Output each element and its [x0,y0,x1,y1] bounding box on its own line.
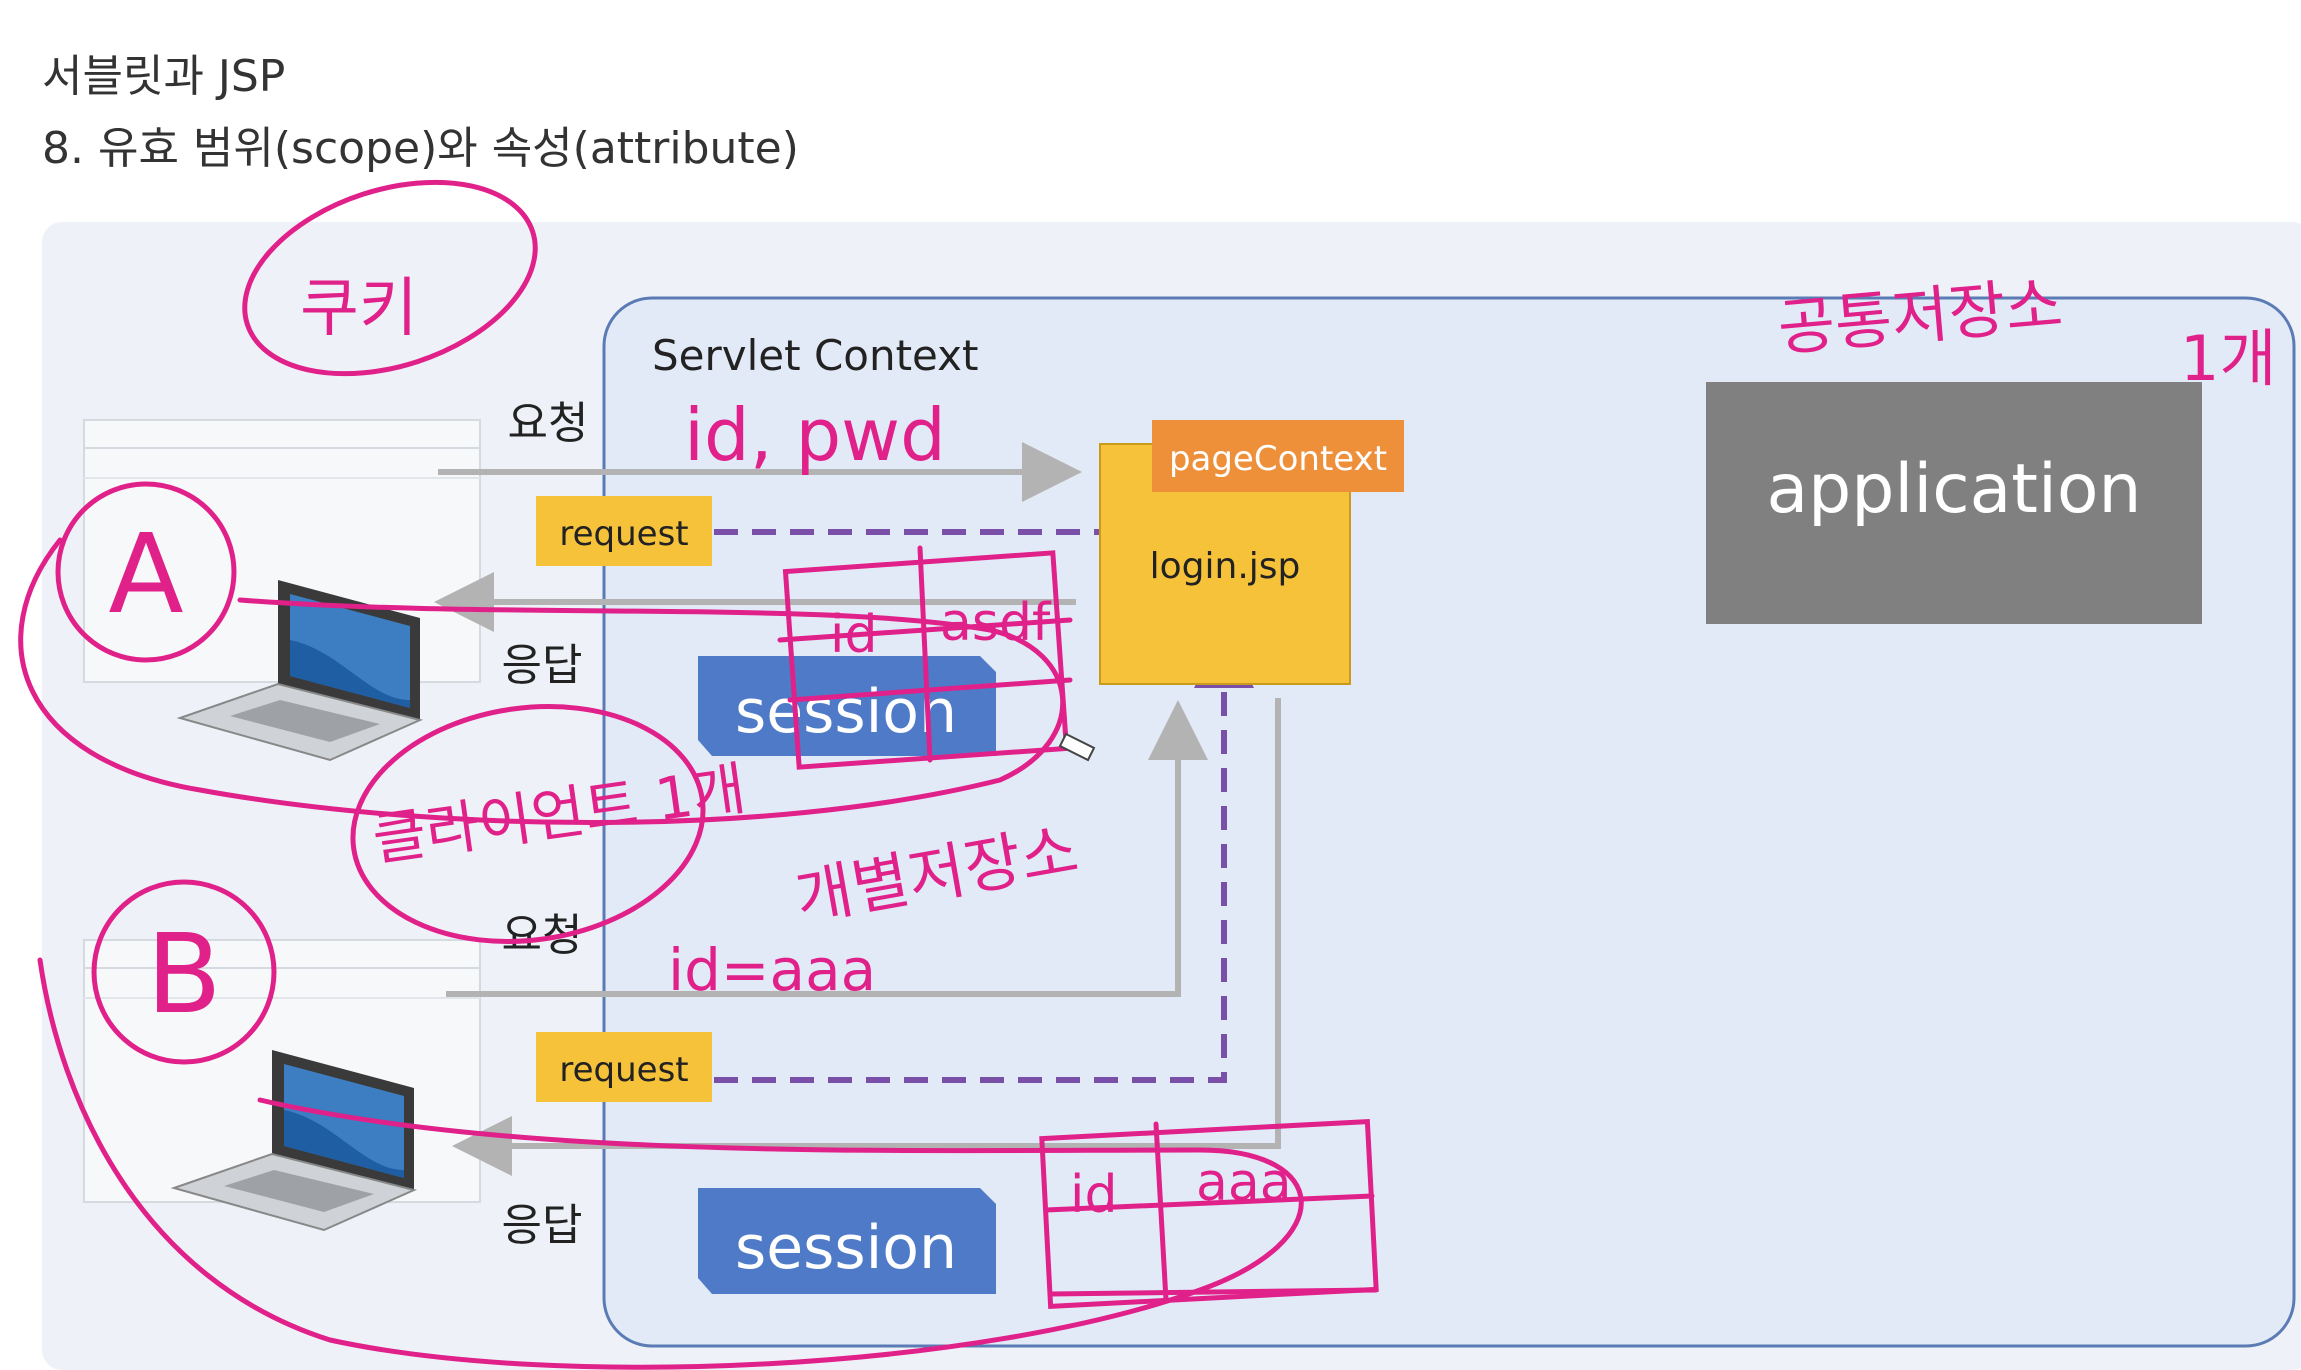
application-label: application [1766,450,2141,529]
laptop-icon [170,1050,418,1232]
handwriting-one-count: 1개 [2180,322,2277,395]
session-label: session [735,677,957,747]
session-box [698,1188,996,1294]
pagecontext-box [1152,420,1404,492]
handwriting-id-pwd: id, pwd [684,393,946,477]
lecture-subtitle: 8. 유효 범위(scope)와 속성(attribute) [42,123,799,174]
handwriting-table-a-key: id [830,605,877,665]
handwriting-cookie: 쿠키 [300,272,418,346]
pen-cursor-icon [1058,732,1096,762]
laptop-icon [176,580,424,762]
handwriting-table-a-value: asdf [940,593,1052,653]
request-scope-arrow-b [714,628,1254,1083]
handwriting-client-b: B [146,910,221,1038]
session-box [698,656,996,756]
lecture-title: 서블릿과 JSP [42,51,286,102]
handwriting-client-a: A [108,510,183,638]
application-box [1706,382,2202,624]
handwriting-id-aaa: id=aaa [668,936,876,1004]
login-jsp-label: login.jsp [1150,546,1301,587]
response-label-b: 응답 [502,1200,583,1251]
request-label: request [559,1050,688,1090]
handwriting-table-b-value: aaa [1196,1153,1292,1213]
response-label-a: 응답 [502,640,583,691]
servlet-context-label: Servlet Context [652,331,978,380]
request-arrow-b [446,700,1208,997]
session-label: session [735,1213,957,1283]
request-label: request [559,514,688,554]
pagecontext-label: pageContext [1169,439,1387,479]
handwriting-table-b-key: id [1070,1165,1117,1225]
request-box [536,496,712,566]
request-box [536,1032,712,1102]
request-label-a: 요청 [508,398,589,449]
